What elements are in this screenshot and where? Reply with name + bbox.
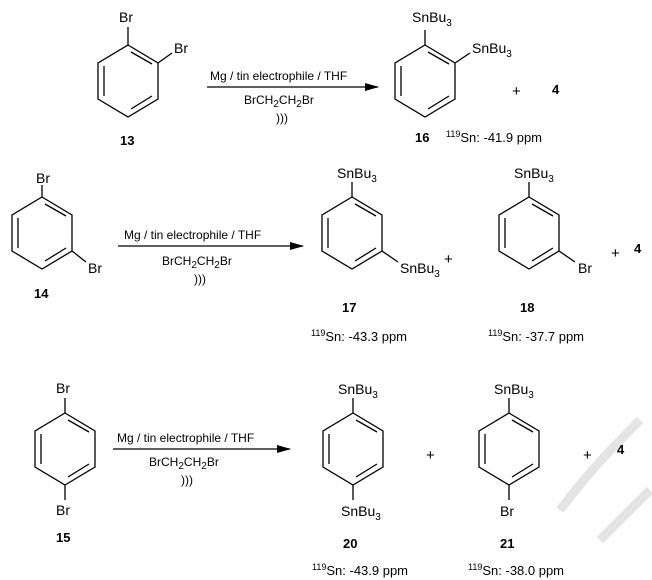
compound-number: 18	[520, 300, 534, 315]
bromo-label: Br	[56, 502, 70, 518]
watermark	[556, 416, 652, 544]
compound-number: 20	[343, 536, 357, 551]
reaction-solvent: BrCH2CH2Br	[162, 254, 232, 271]
sn-nmr-shift: 119Sn: -41.9 ppm	[446, 129, 542, 145]
reaction-conditions: Mg / tin electrophile / THF	[117, 431, 254, 445]
bromo-label: Br	[500, 503, 514, 519]
benzene-ring	[478, 412, 540, 486]
bromo-label: Br	[88, 260, 102, 276]
reaction-conditions: Mg / tin electrophile / THF	[210, 69, 347, 83]
benzene-ring	[11, 196, 73, 270]
bromo-label: Br	[56, 380, 70, 396]
benzene-ring	[394, 44, 456, 118]
row-2: Br Br 14 Mg / tin electrophile / THF BrC…	[11, 165, 642, 344]
benzene-ring	[97, 44, 159, 118]
compound-number: 13	[120, 133, 134, 148]
benzene-ring	[34, 412, 96, 486]
plus-sign: +	[512, 83, 521, 100]
sn-nmr-shift: 119Sn: -43.9 ppm	[312, 562, 408, 578]
bromo-label: Br	[174, 40, 188, 56]
bromo-label: Br	[119, 9, 133, 25]
stannyl-label: SnBu3	[337, 165, 377, 185]
compound-number: 16	[415, 130, 429, 145]
compound-number: 15	[56, 530, 70, 545]
ultrasound-symbol: )))	[181, 473, 193, 487]
stannyl-label: SnBu3	[514, 165, 554, 185]
reaction-solvent: BrCH2CH2Br	[149, 455, 219, 472]
sn-nmr-shift: 119Sn: -37.7 ppm	[488, 328, 584, 344]
stannyl-label: SnBu3	[472, 40, 512, 60]
byproduct-number: 4	[552, 82, 560, 97]
compound-number: 14	[34, 286, 49, 301]
sn-nmr-shift: 119Sn: -38.0 ppm	[468, 562, 564, 578]
row-1: Br Br 13 Mg / tin electrophile / THF BrC…	[97, 9, 560, 148]
sn-nmr-shift: 119Sn: -43.3 ppm	[311, 328, 407, 344]
stannyl-label: SnBu3	[400, 260, 440, 280]
benzene-ring	[498, 196, 560, 270]
byproduct-number: 4	[634, 241, 642, 256]
plus-sign: +	[611, 245, 620, 262]
stannyl-label: SnBu3	[341, 503, 381, 523]
compound-number: 21	[500, 536, 514, 551]
reaction-conditions: Mg / tin electrophile / THF	[124, 228, 261, 242]
stannyl-label: SnBu3	[494, 381, 534, 401]
plus-sign: +	[426, 447, 435, 464]
stannyl-label: SnBu3	[412, 9, 452, 29]
compound-number: 17	[342, 300, 356, 315]
benzene-ring	[321, 196, 383, 270]
stannyl-label: SnBu3	[338, 381, 378, 401]
plus-sign: +	[444, 251, 453, 268]
benzene-ring	[322, 412, 384, 486]
ultrasound-symbol: )))	[194, 272, 206, 286]
ultrasound-symbol: )))	[276, 111, 288, 125]
reaction-solvent: BrCH2CH2Br	[244, 93, 314, 110]
bromo-label: Br	[578, 260, 592, 276]
byproduct-number: 4	[617, 442, 625, 457]
bromo-label: Br	[36, 170, 50, 186]
row-3: Br Br 15 Mg / tin electrophile / THF BrC…	[34, 380, 625, 578]
plus-sign: +	[583, 447, 592, 464]
